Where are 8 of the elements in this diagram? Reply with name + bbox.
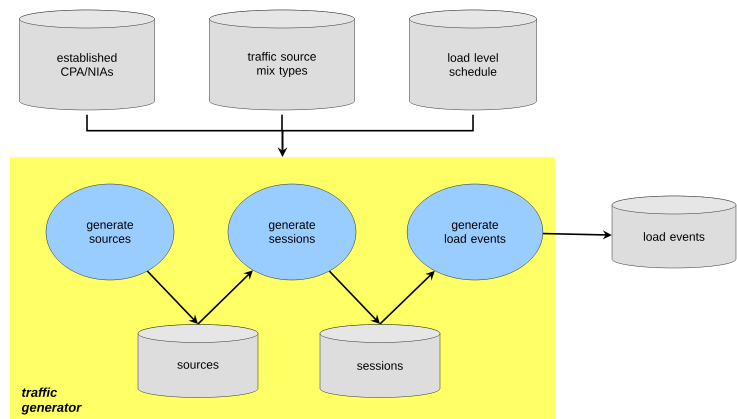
database-cylinder: established CPA/NIAs <box>19 10 155 110</box>
database-cylinder: sources <box>138 324 258 398</box>
database-cylinder: traffic source mix types <box>209 10 355 110</box>
arrow <box>328 270 380 324</box>
database-cylinder: load events <box>612 196 736 268</box>
database-cylinder: load level schedule <box>409 10 537 110</box>
arrow <box>146 270 198 324</box>
database-cylinder: sessions <box>320 324 440 398</box>
